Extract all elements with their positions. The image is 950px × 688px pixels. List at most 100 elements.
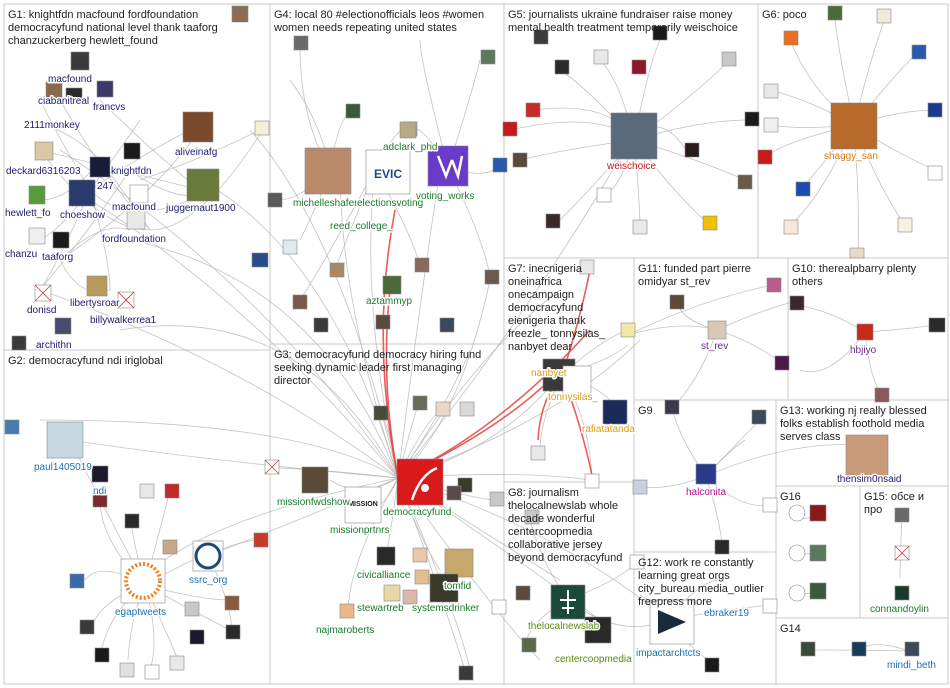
node-thumb[interactable] [762, 598, 778, 614]
node-thumb[interactable] [512, 152, 528, 168]
node-thumb[interactable] [139, 483, 155, 499]
node-thumb[interactable] [762, 497, 778, 513]
node-thumb[interactable] [162, 539, 178, 555]
node-thumb[interactable] [593, 49, 609, 65]
node-thumb[interactable] [184, 601, 200, 617]
node-thumb[interactable] [851, 641, 867, 657]
node-knightfdn[interactable] [123, 142, 141, 160]
node-thumb[interactable] [783, 219, 799, 235]
node-paul1405019[interactable] [46, 421, 84, 459]
node-thumb[interactable] [631, 59, 647, 75]
node-thumb[interactable] [927, 102, 943, 118]
node-centercoopmedia[interactable] [584, 616, 612, 644]
node-thumb[interactable] [584, 473, 600, 489]
node-thumb[interactable] [484, 269, 500, 285]
node-thumb[interactable] [809, 582, 827, 600]
node-hewlett[interactable] [28, 185, 46, 205]
node-fordfoundation[interactable] [126, 210, 146, 230]
node-thumb[interactable] [224, 595, 240, 611]
node-thumb[interactable] [664, 399, 680, 415]
node-thumb[interactable] [545, 213, 561, 229]
node-2111monkey[interactable] [65, 87, 83, 105]
node-thumb[interactable] [254, 120, 270, 136]
node-libertysroar[interactable] [86, 275, 108, 297]
node-thumb[interactable] [345, 103, 361, 119]
node-thumb[interactable] [579, 259, 595, 275]
node-civicalliance[interactable] [376, 546, 396, 566]
node-thumb[interactable] [533, 29, 549, 45]
node-thumb[interactable] [652, 25, 668, 41]
node-small[interactable] [11, 335, 27, 351]
node-thumb[interactable] [446, 485, 462, 501]
node-systemsdrinker[interactable] [429, 573, 459, 603]
node-thumb[interactable] [515, 585, 531, 601]
node-thumb[interactable] [684, 142, 700, 158]
node-thumb[interactable] [596, 187, 612, 203]
node-hbjiyo[interactable] [856, 323, 874, 341]
node-thumb[interactable] [795, 181, 811, 197]
node-weischoice[interactable] [610, 112, 658, 160]
node-thumb[interactable] [927, 165, 943, 181]
node-thumb[interactable] [69, 573, 85, 589]
node-macfound[interactable] [129, 184, 149, 204]
node-thumb[interactable] [763, 83, 779, 99]
node-choeshow[interactable] [68, 179, 96, 207]
node-circle[interactable] [788, 584, 806, 602]
node-thumb[interactable] [751, 409, 767, 425]
node-thumb[interactable] [119, 662, 135, 678]
node-stewartreb[interactable] [383, 584, 401, 602]
node-thumb[interactable] [632, 219, 648, 235]
node-missionfwdshow[interactable] [301, 466, 329, 494]
node-thumb[interactable] [521, 637, 537, 653]
node-thumb[interactable] [849, 247, 865, 259]
node-thumb[interactable] [251, 252, 269, 268]
node-francvs[interactable] [96, 80, 114, 98]
node-thumb[interactable] [480, 49, 496, 65]
node-voting_works[interactable] [427, 145, 469, 187]
node-ciabanitreal[interactable] [45, 81, 63, 99]
node-thumb[interactable] [373, 405, 389, 421]
node-thumb[interactable] [809, 544, 827, 562]
node-thumb[interactable] [757, 149, 773, 165]
node-thumb[interactable] [774, 355, 790, 371]
node-thumb[interactable] [79, 619, 95, 635]
node-thumb[interactable] [721, 51, 737, 67]
node-thumb[interactable] [876, 8, 892, 24]
node-michelleshafer[interactable] [304, 147, 352, 195]
node-thumb[interactable] [164, 483, 180, 499]
node-thumb[interactable] [800, 641, 816, 657]
node-thumb[interactable] [459, 401, 475, 417]
node-thumb[interactable] [292, 294, 308, 310]
node-thumb[interactable] [313, 317, 329, 333]
node-thumb[interactable] [435, 401, 451, 417]
node-rafiatatanda[interactable] [602, 399, 628, 425]
node-thumb[interactable] [92, 492, 108, 508]
node-thumb[interactable] [402, 589, 418, 605]
node-bgbardasmod[interactable] [70, 51, 90, 71]
node-thumb[interactable] [524, 509, 540, 525]
node-deckard[interactable] [34, 141, 54, 161]
node-tomfid[interactable] [444, 548, 474, 578]
node-thumb[interactable] [144, 664, 160, 680]
node-thumb[interactable] [894, 507, 910, 523]
node-thumb[interactable] [253, 532, 269, 548]
node-thumb[interactable] [329, 262, 345, 278]
node-thumb[interactable] [489, 491, 505, 507]
node-thumb[interactable] [225, 624, 241, 640]
node-mindi_beth[interactable] [904, 641, 920, 657]
node-thumb[interactable] [928, 317, 946, 333]
node-aztammyp[interactable] [382, 275, 402, 295]
node-thumb[interactable] [94, 647, 110, 663]
node-thumb[interactable] [763, 117, 779, 133]
node-thumb[interactable] [491, 599, 507, 615]
node-thumb[interactable] [439, 317, 455, 333]
node-chanzu[interactable] [28, 227, 46, 245]
node-thumb[interactable] [744, 111, 760, 127]
node-circle[interactable] [788, 504, 806, 522]
node-connandoylin[interactable] [894, 585, 910, 601]
node-thumb[interactable] [169, 655, 185, 671]
node-thumb[interactable] [414, 569, 430, 585]
node-thumb[interactable] [827, 5, 843, 21]
node-thumb[interactable] [412, 395, 428, 411]
node-thumb[interactable] [457, 477, 473, 493]
